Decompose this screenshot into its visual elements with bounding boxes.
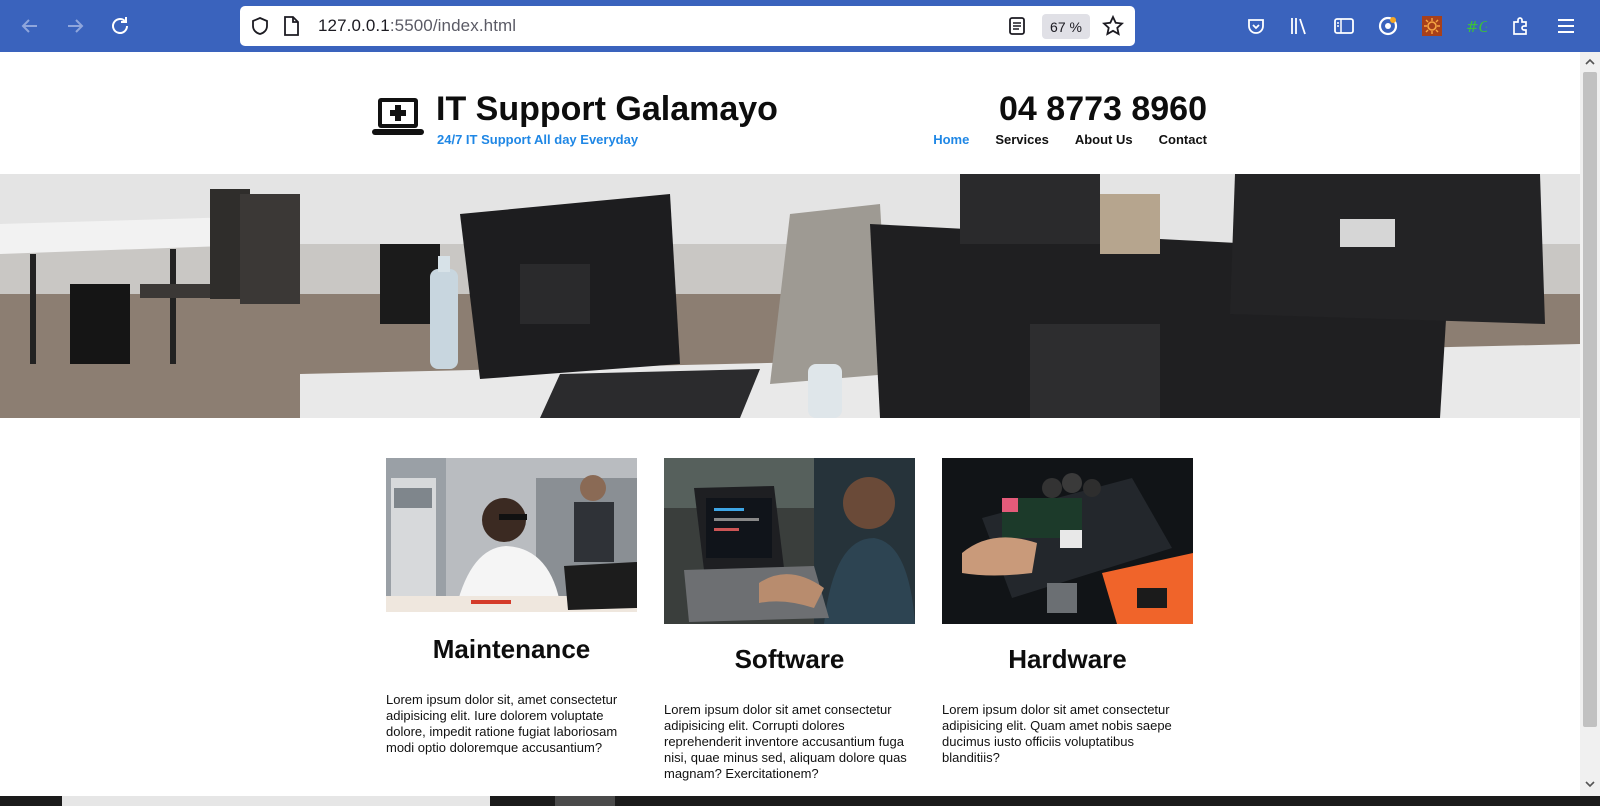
scroll-up-icon[interactable] [1584, 56, 1596, 68]
address-bar[interactable]: 127.0.0.1:5500/index.html 67 % [240, 6, 1135, 46]
account-button[interactable] [1374, 12, 1402, 40]
forward-button[interactable] [59, 10, 91, 42]
taskbar-search[interactable] [62, 796, 490, 806]
page-scrollbar[interactable] [1580, 52, 1600, 796]
svg-text:#G: #G [1466, 18, 1487, 36]
reload-icon [112, 17, 128, 34]
hardware-image [942, 458, 1193, 624]
arrow-right-icon [68, 19, 84, 33]
card-title: Hardware [1008, 644, 1127, 674]
extensions-button[interactable] [1506, 12, 1534, 40]
pocket-button[interactable] [1242, 12, 1270, 40]
nav-home[interactable]: Home [933, 132, 970, 147]
main-nav: Home Services About Us Contact [933, 132, 1207, 147]
card-text: Lorem ipsum dolor sit, amet consectetur … [386, 692, 618, 755]
scroll-down-icon[interactable] [1584, 778, 1596, 790]
card-title: Software [734, 644, 845, 674]
site-tagline: 24/7 IT Support All day Everyday [437, 132, 639, 147]
card-text: Lorem ipsum dolor sit amet consectetur a… [942, 702, 1172, 765]
site-title[interactable]: IT Support Galamayo [436, 90, 778, 128]
hg-extension-icon: #G [1466, 18, 1487, 36]
url-path: :5500/index.html [389, 16, 517, 35]
sidebar-icon [1334, 18, 1354, 34]
page-viewport: IT Support Galamayo 24/7 IT Support All … [0, 52, 1580, 796]
office-scene [0, 174, 1580, 418]
nav-about-us[interactable]: About Us [1074, 132, 1133, 147]
library-icon [1291, 18, 1306, 35]
scroll-thumb[interactable] [1583, 72, 1597, 727]
os-taskbar [0, 796, 1600, 806]
url-text[interactable]: 127.0.0.1:5500/index.html [318, 16, 516, 36]
reload-button[interactable] [104, 10, 136, 42]
url-host: 127.0.0.1 [318, 16, 390, 35]
hero-image [0, 174, 1580, 418]
services-section: Maintenance Lorem ipsum dolor sit, amet … [386, 458, 1194, 796]
nav-contact[interactable]: Contact [1158, 132, 1207, 147]
browser-toolbar: 127.0.0.1:5500/index.html 67 % #G [0, 0, 1600, 52]
bookmark-star-icon [1102, 15, 1124, 36]
account-icon [1378, 16, 1398, 36]
nav-services[interactable]: Services [995, 132, 1049, 147]
hamburger-icon [1558, 19, 1574, 33]
puzzle-icon [1513, 17, 1527, 35]
back-button[interactable] [14, 10, 46, 42]
sidebar-button[interactable] [1330, 12, 1358, 40]
arrow-left-icon [21, 19, 37, 33]
extension-hg-button[interactable]: #G [1462, 12, 1490, 40]
page-icon [284, 16, 299, 36]
extension-sun-button[interactable] [1418, 12, 1446, 40]
card-text: Lorem ipsum dolor sit amet consectetur a… [664, 702, 907, 781]
reader-view-icon [1009, 17, 1025, 35]
zoom-indicator[interactable]: 67 % [1042, 14, 1090, 39]
menu-button[interactable] [1552, 12, 1580, 40]
taskbar-app[interactable] [555, 796, 615, 806]
laptop-medical-icon [372, 98, 424, 135]
maintenance-image [386, 458, 637, 612]
card-title: Maintenance [432, 634, 591, 664]
sun-extension-icon [1422, 16, 1442, 36]
site-header: IT Support Galamayo 24/7 IT Support All … [0, 52, 1580, 174]
phone-number: 04 8773 8960 [999, 90, 1207, 128]
shield-icon [252, 17, 268, 35]
pocket-icon [1248, 19, 1264, 34]
library-button[interactable] [1286, 12, 1314, 40]
software-image [664, 458, 915, 624]
